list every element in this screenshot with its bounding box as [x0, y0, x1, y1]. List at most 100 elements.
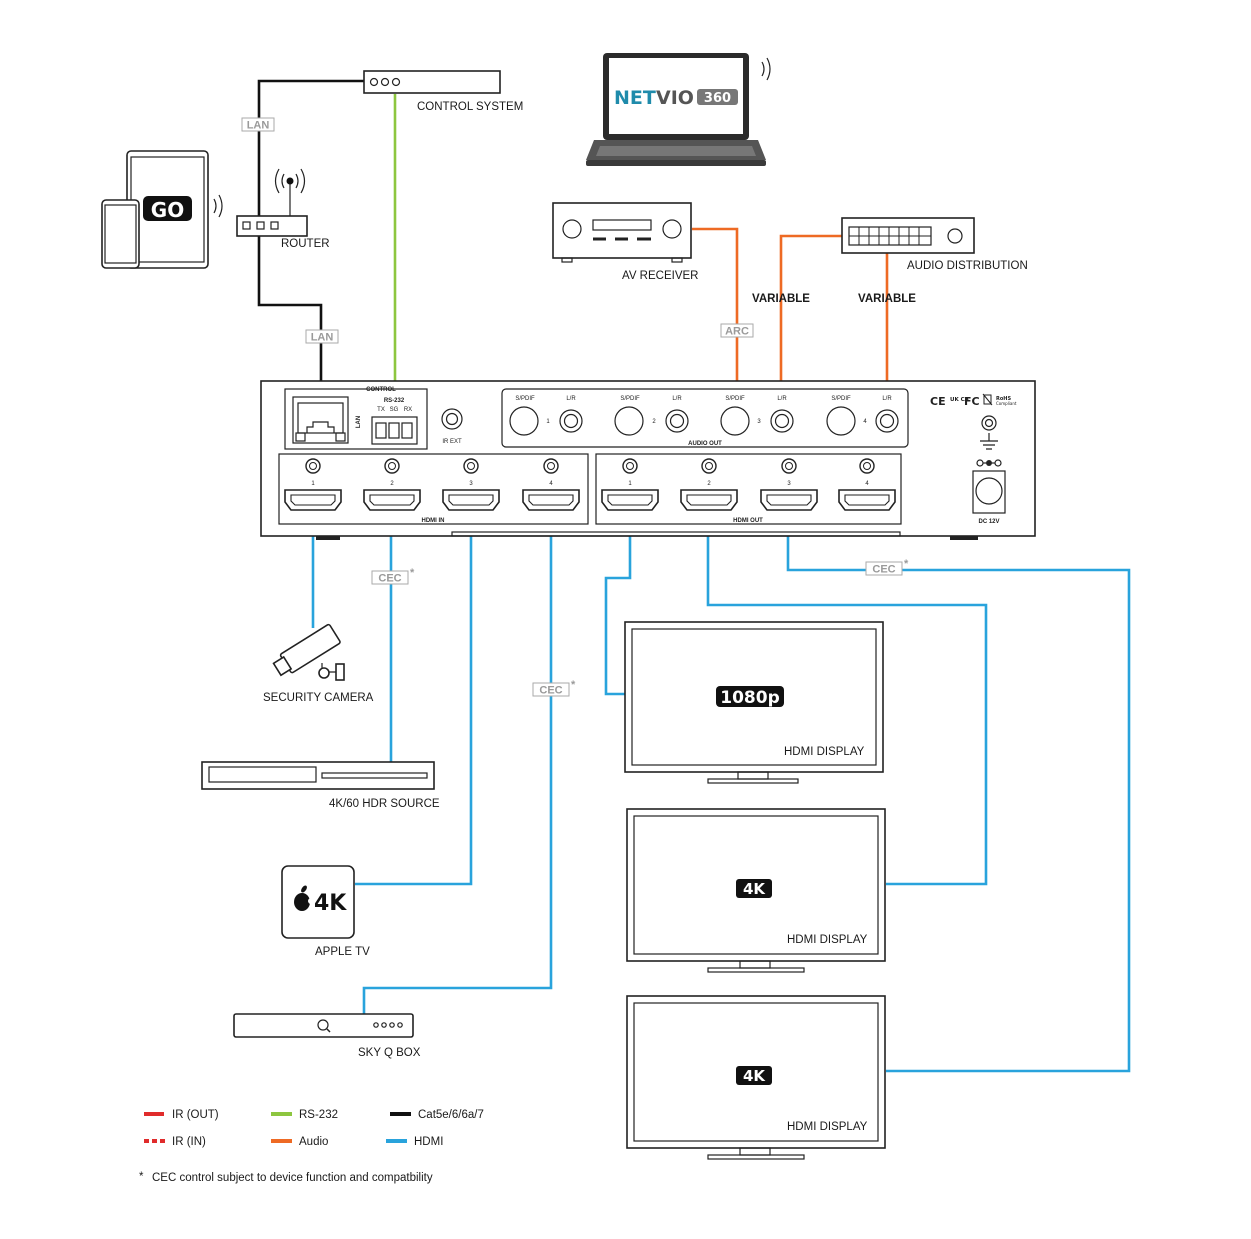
hdmi-in-label: HDMI IN	[422, 518, 445, 524]
hdmi-out-label: HDMI OUT	[733, 518, 763, 524]
hdmi-cable-display-2	[706, 510, 988, 886]
svg-text:L/R: L/R	[882, 396, 892, 402]
dc-power-port: DC 12V	[972, 459, 1006, 525]
certification-marks: CE UK CA FC RoHS Compliant	[930, 393, 1017, 408]
svg-text:2: 2	[652, 419, 656, 425]
svg-text:CEC: CEC	[872, 564, 895, 576]
audio-distribution: AUDIO DISTRIBUTION	[841, 217, 1028, 272]
hdmi-port-icon	[284, 489, 342, 511]
legend-hdmi: HDMI	[414, 1136, 443, 1148]
av-receiver: AV RECEIVER	[552, 202, 698, 282]
svg-text:S/PDIF: S/PDIF	[831, 396, 851, 402]
hdmi-out-port-4: 4	[838, 458, 896, 511]
variable-label-2: VARIABLE	[858, 293, 916, 305]
footnote-text: CEC control subject to device function a…	[152, 1172, 433, 1184]
indicator-light-icon	[369, 77, 379, 87]
hdr-source: 4K/60 HDR SOURCE	[201, 761, 440, 810]
matrix-switcher: CONTROL LAN RS-232 TX SG RX IR EXT AUDIO…	[260, 380, 1036, 540]
svg-text:1: 1	[311, 481, 315, 487]
link-tag-cec-hdr: CEC *	[371, 567, 415, 585]
legend-audio: Audio	[299, 1136, 328, 1148]
lan-port: LAN	[292, 396, 362, 444]
svg-text:DC 12V: DC 12V	[978, 519, 999, 525]
audio-cable-variable-1	[779, 234, 842, 418]
wifi-icon	[213, 194, 223, 218]
svg-text:4: 4	[549, 481, 553, 487]
hdmi-port-icon	[522, 489, 580, 511]
hdmi-port-icon	[838, 489, 896, 511]
router-label: ROUTER	[281, 238, 330, 250]
svg-text:CEC: CEC	[539, 685, 562, 697]
sky-q-box: SKY Q BOX	[233, 1013, 421, 1059]
hdmi-in-port-1: 1	[284, 458, 342, 511]
svg-text:1: 1	[546, 419, 550, 425]
svg-text:4: 4	[865, 481, 869, 487]
hdmi-port-icon	[363, 489, 421, 511]
svg-text:CE: CE	[930, 395, 946, 408]
svg-text:S/PDIF: S/PDIF	[725, 396, 745, 402]
svg-text:*: *	[904, 558, 909, 570]
laptop-netvio: NET VIO 360	[586, 53, 771, 166]
hdmi-port-icon	[442, 489, 500, 511]
ground-icon	[980, 433, 998, 450]
hdmi-out-port-1: 1	[601, 458, 659, 511]
audio-distribution-label: AUDIO DISTRIBUTION	[907, 260, 1028, 272]
hdmi-port-icon	[760, 489, 818, 511]
control-system-label: CONTROL SYSTEM	[417, 101, 523, 113]
legend-ir-in: IR (IN)	[172, 1136, 206, 1148]
netvio-logo-360: 360	[704, 91, 731, 106]
link-tag-lan-1: LAN	[241, 117, 275, 132]
link-tag-cec-display: CEC *	[865, 558, 909, 576]
hdmi-cable-apple-tv	[355, 510, 473, 886]
legend-rs232: RS-232	[299, 1109, 338, 1121]
hdmi-display-3-label: HDMI DISPLAY	[787, 1121, 868, 1133]
legend: IR (OUT) IR (IN) RS-232 Audio Cat5e/6/6a…	[144, 1109, 484, 1148]
security-camera: SECURITY CAMERA	[263, 623, 374, 704]
go-logo: GO	[151, 198, 184, 222]
audio-out-3: S/PDIF L/R 3	[720, 396, 794, 436]
svg-text:1: 1	[628, 481, 632, 487]
svg-text:TX: TX	[377, 407, 385, 413]
svg-text:LAN: LAN	[247, 120, 270, 132]
svg-text:3: 3	[757, 419, 761, 425]
resolution-badge-1080p: 1080p	[720, 688, 779, 708]
svg-text:UK CA: UK CA	[950, 397, 970, 403]
lan-port-label: LAN	[356, 416, 362, 428]
hdmi-in-port-4: 4	[522, 458, 580, 511]
router: ROUTER	[236, 168, 330, 250]
weee-bin-icon	[983, 394, 992, 405]
ir-ext-port: IR EXT	[441, 408, 463, 445]
hdmi-out-port-3: 3	[760, 458, 818, 511]
control-system: CONTROL SYSTEM	[363, 70, 523, 113]
audio-out-label: AUDIO OUT	[688, 441, 722, 447]
hdmi-display-2-label: HDMI DISPLAY	[787, 934, 868, 946]
svg-text:S/PDIF: S/PDIF	[620, 396, 640, 402]
svg-text:LAN: LAN	[311, 332, 334, 344]
lan-cable-router-matrix	[257, 236, 323, 402]
svg-text:L/R: L/R	[672, 396, 682, 402]
svg-text:RS-232: RS-232	[384, 398, 405, 404]
sky-q-box-label: SKY Q BOX	[358, 1047, 421, 1059]
link-tag-cec-sky: CEC *	[532, 679, 576, 697]
hdmi-port-icon	[680, 489, 738, 511]
svg-text:SG: SG	[390, 407, 399, 413]
hdr-source-label: 4K/60 HDR SOURCE	[329, 798, 440, 810]
netvio-logo-net: NET	[614, 87, 656, 109]
svg-text:RX: RX	[404, 407, 412, 413]
svg-text:*: *	[571, 679, 576, 691]
svg-text:RoHS: RoHS	[996, 396, 1011, 402]
svg-text:2: 2	[390, 481, 394, 487]
apple-tv-label: APPLE TV	[315, 946, 370, 958]
hdmi-display-1-label: HDMI DISPLAY	[784, 746, 865, 758]
resolution-badge-4k: 4K	[743, 1067, 766, 1085]
hdmi-port-icon	[601, 489, 659, 511]
hdmi-out-port-2: 2	[680, 458, 738, 511]
svg-text:2: 2	[707, 481, 711, 487]
sky-q-button-icon	[317, 1019, 329, 1031]
hdmi-display-2: 4K HDMI DISPLAY	[626, 808, 886, 973]
svg-text:CEC: CEC	[378, 573, 401, 585]
audio-out-1: S/PDIF L/R 1	[509, 396, 583, 436]
link-tag-lan-2: LAN	[305, 329, 339, 344]
hdmi-cable-display-3	[786, 510, 1131, 1073]
hdmi-display-1: 1080p HDMI DISPLAY	[624, 621, 884, 784]
